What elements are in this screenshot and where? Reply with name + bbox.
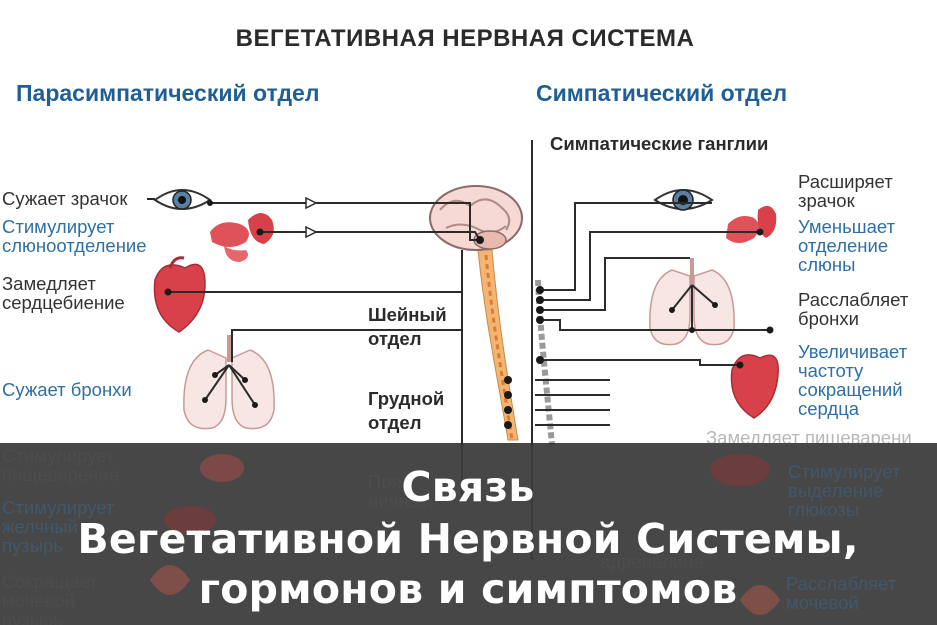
symp-digestion-label: Замедляет пищеварени [706,427,912,448]
heart-icon-left [153,256,206,333]
symp-bronchi-label: Расслабляет бронхи [798,289,913,329]
symp-adrenaline-label: адреналина [600,551,705,572]
spine-thoracic-label: Грудной отдел [368,388,449,433]
para-heart-label: Замедляет сердцебиение [2,273,125,313]
para-bladder-label: Сокращает мочевой пузырь [2,571,103,625]
sympathetic-heading: Симпатический отдел [536,80,787,106]
eye-icon-left [153,189,212,210]
symp-glucose-label: Стимулирует выделение глюкозы [788,461,905,520]
right-connector-dots [504,228,774,429]
right-connectors [535,202,770,426]
salivary-gland-icon-right [726,205,777,243]
para-saliva-label: Стимулирует слюноотделение [2,216,147,256]
symp-heart-label: Увеличивает частоту сокращений сердца [798,341,912,419]
spine-cervical-label: Шейный отдел [368,304,452,349]
heart-icon-right [730,354,779,419]
para-pupil-label: Сужает зрачок [2,188,128,209]
spinal-cord [477,249,519,441]
banner-line-3: гормонов и симптомов [199,565,738,613]
banner-line-1: Связь [401,463,534,511]
symp-bladder-label: Расслабляет мочевой [786,573,901,613]
liver-icon-left [164,506,216,534]
parasympathetic-heading: Парасимпатический отдел [16,80,319,106]
sympathetic-chain [531,140,555,446]
symp-pupil-label: Расширяет зрачок [798,171,898,211]
lungs-icon-left [183,335,275,430]
symp-saliva-label: Уменьшает отделение слюны [798,216,900,275]
liver-icon-right [710,454,770,486]
para-bronchi-label: Сужает бронхи [2,379,132,400]
para-digestion-label: Стимулирует пищеварение [2,445,119,485]
left-connector-dots [164,196,484,408]
stomach-icon-left [200,454,244,482]
para-gallbladder-label: Стимулирует желчный пузырь [2,497,119,556]
bladder-icon-left [150,565,190,595]
salivary-gland-icon-left [210,213,274,262]
sympathetic-ganglia-label: Симпатические ганглии [550,133,768,154]
banner-line-2: Вегетативной Нервной Системы, [77,515,858,563]
diagram-title: ВЕГЕТАТИВНАЯ НЕРВНАЯ СИСТЕМА [236,25,695,52]
banner-overlay [0,443,937,625]
eye-icon-right [653,189,714,211]
underlay-content: Стимулирует пищеварение Стимулирует желч… [2,427,912,625]
spine-lumbar-label: Пояс ничный [368,471,432,511]
bladder-icon-right [740,585,780,615]
